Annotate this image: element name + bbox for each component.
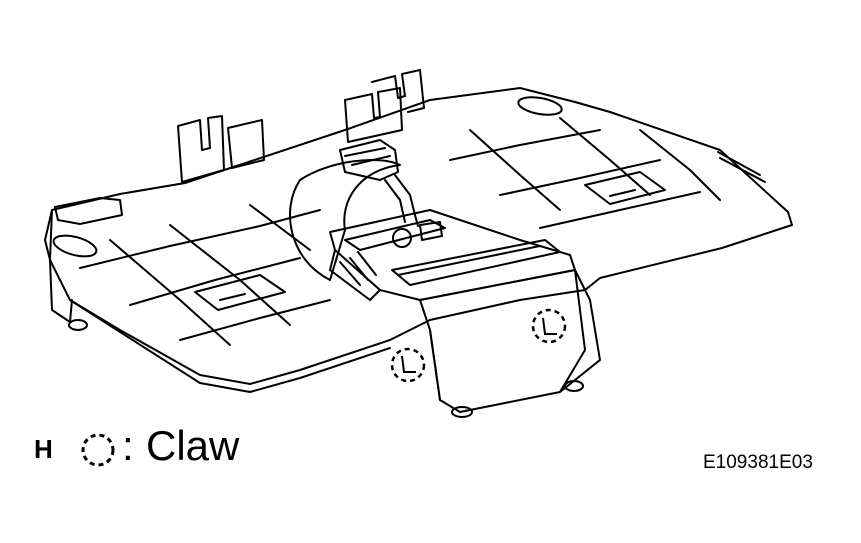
left-recess	[194, 274, 286, 311]
lamp-lens	[391, 239, 561, 286]
claw-detail-right	[542, 317, 557, 335]
wire-harness	[384, 174, 419, 227]
legend-letter: H	[34, 434, 53, 464]
center-tab-b	[371, 69, 425, 113]
right-oval-hole	[517, 96, 563, 116]
base-plate-outline	[49, 87, 793, 385]
left-tab-b	[227, 119, 265, 169]
lamp-unit-top	[329, 209, 576, 301]
plate-left-side	[49, 259, 73, 323]
foot-bottom	[451, 406, 473, 418]
plate-left-lip	[44, 209, 53, 261]
right-recess	[584, 171, 666, 205]
left-oval-hole	[52, 234, 98, 258]
plate-grid-left	[79, 204, 331, 346]
claw-marker-front	[390, 347, 426, 383]
lower-housing-edge	[429, 269, 586, 401]
lamp-bulb	[392, 228, 412, 248]
housing-side	[329, 249, 381, 301]
left-pad	[54, 197, 123, 225]
dashed-circle-icon	[81, 433, 115, 467]
lamp-socket	[419, 221, 443, 241]
claw-detail-front	[401, 355, 416, 373]
claw-marker-right	[531, 308, 567, 344]
figure-code: E109381E03	[703, 452, 813, 473]
legend-colon: :	[122, 422, 134, 469]
center-tab-a	[344, 87, 403, 143]
foot-right	[564, 380, 584, 392]
lamp-dome	[289, 159, 401, 281]
lamp-lens-inner	[397, 245, 541, 276]
right-edge-slot	[717, 151, 766, 183]
plate-front-edge	[69, 299, 391, 393]
lamp-switch-area	[344, 219, 446, 251]
connector	[339, 139, 399, 181]
foot-left	[68, 319, 88, 331]
left-tab-a	[177, 115, 225, 183]
housing-fins	[339, 251, 377, 286]
legend-label: Claw	[146, 422, 240, 469]
plate-grid-right	[449, 117, 721, 229]
connector-detail	[344, 147, 391, 166]
